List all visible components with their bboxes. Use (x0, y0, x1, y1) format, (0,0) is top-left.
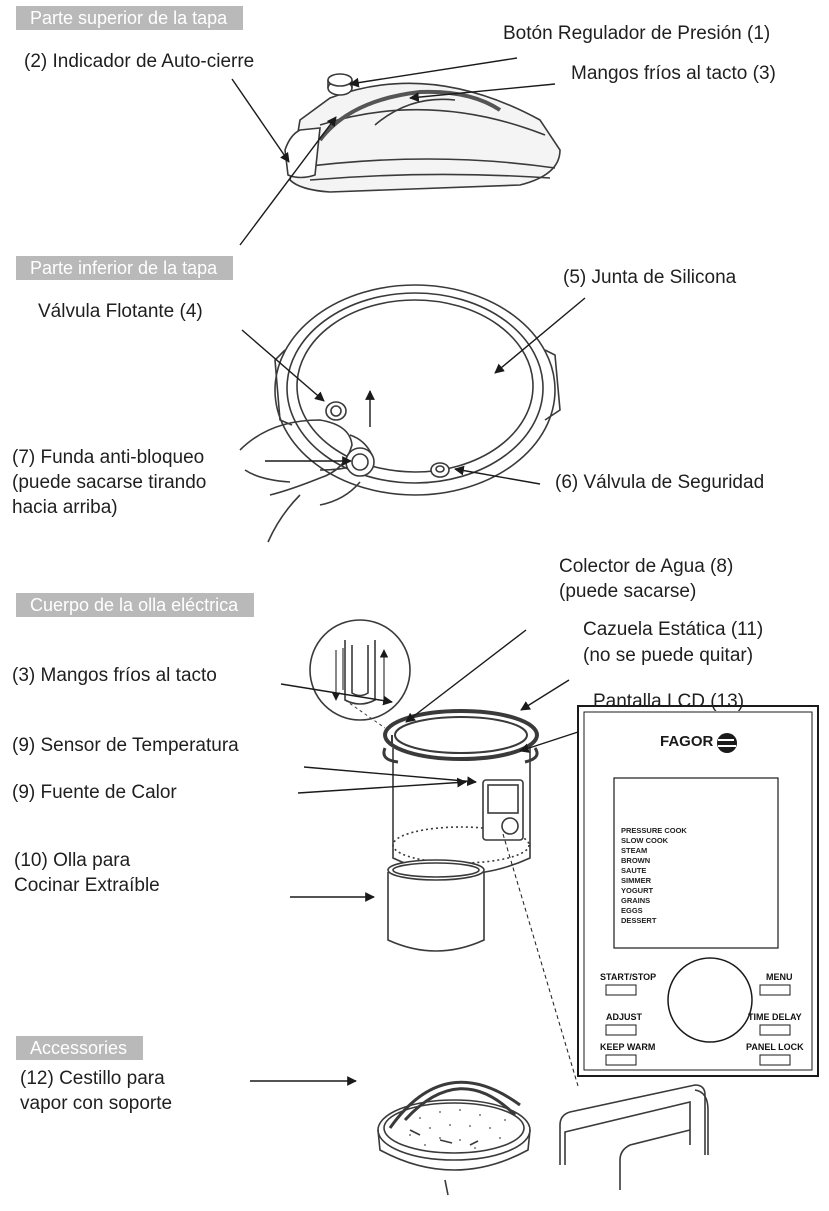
panel-menu-item: SIMMER (621, 876, 651, 885)
label-temp-sensor: (9) Sensor de Temperatura (12, 735, 239, 756)
panel-time-delay-button[interactable]: TIME DELAY (748, 1012, 802, 1022)
label-anti-block-line1: (7) Funda anti-bloqueo (12, 447, 205, 468)
label-heat-source: (9) Fuente de Calor (12, 782, 177, 803)
label-float-valve: Válvula Flotante (4) (38, 301, 203, 322)
panel-lock-button[interactable]: PANEL LOCK (746, 1042, 804, 1052)
label-cool-handles-body: (3) Mangos fríos al tacto (12, 665, 217, 686)
control-panel-drawing (577, 705, 819, 1077)
panel-start-stop-button[interactable]: START/STOP (600, 972, 657, 982)
panel-menu-item: DESSERT (621, 916, 657, 925)
panel-menu-button[interactable]: MENU (766, 972, 793, 982)
label-inner-pot-line2: Cocinar Extraíble (14, 875, 160, 896)
label-water-collector-line2: (puede sacarse) (559, 581, 697, 602)
panel-menu-item: PRESSURE COOK (621, 826, 687, 835)
cooker-body-drawing (309, 619, 539, 875)
label-auto-lock: (2) Indicador de Auto-cierre (24, 51, 255, 72)
label-lcd-screen: Pantalla LCD (13) (593, 691, 745, 712)
label-static-pot-line1: Cazuela Estática (11) (583, 619, 764, 640)
panel-menu-item: SAUTE (621, 866, 647, 875)
label-anti-block-line2: (puede sacarse tirando (12, 472, 207, 493)
panel-menu-item: EGGS (621, 906, 643, 915)
label-pressure-button: Botón Regulador de Presión (1) (503, 23, 771, 44)
panel-menu-item: SLOW COOK (621, 836, 669, 845)
label-inner-pot-line1: (10) Olla para (14, 850, 131, 871)
lid-top-drawing (284, 73, 561, 193)
callout-arrows (231, 57, 586, 1086)
label-anti-block-line3: hacia arriba) (12, 497, 118, 518)
steam-dots (409, 1109, 506, 1149)
panel-menu-item: BROWN (621, 856, 651, 865)
section-accessories: Accessories (16, 1036, 144, 1060)
panel-keep-warm-button[interactable]: KEEP WARM (600, 1042, 656, 1052)
label-water-collector-line1: Colector de Agua (8) (559, 556, 734, 577)
inner-pot-drawing (387, 859, 485, 952)
trivet-stand-drawing (559, 1084, 709, 1190)
panel-adjust-button[interactable]: ADJUST (606, 1012, 643, 1022)
label-steam-basket-line1: (12) Cestillo para (20, 1068, 165, 1089)
panel-menu-item: GRAINS (621, 896, 651, 905)
label-static-pot-line2: (no se puede quitar) (583, 645, 754, 666)
steam-basket-drawing (377, 1080, 531, 1196)
panel-brand: FAGOR (660, 733, 714, 750)
panel-menu-item: STEAM (621, 846, 648, 855)
panel-menu-item: YOGURT (621, 886, 654, 895)
lid-bottom-drawing (239, 284, 561, 543)
label-cool-handles-lid: Mangos fríos al tacto (3) (571, 63, 776, 84)
section-cooker-body: Cuerpo de la olla eléctrica (16, 593, 255, 617)
label-silicone-gasket: (5) Junta de Silicona (563, 267, 737, 288)
label-safety-valve: (6) Válvula de Seguridad (555, 472, 765, 493)
section-lid-bottom: Parte inferior de la tapa (16, 256, 234, 280)
fagor-logo-icon (717, 733, 737, 753)
label-steam-basket-line2: vapor con soporte (20, 1093, 173, 1114)
section-lid-top: Parte superior de la tapa (16, 6, 244, 30)
